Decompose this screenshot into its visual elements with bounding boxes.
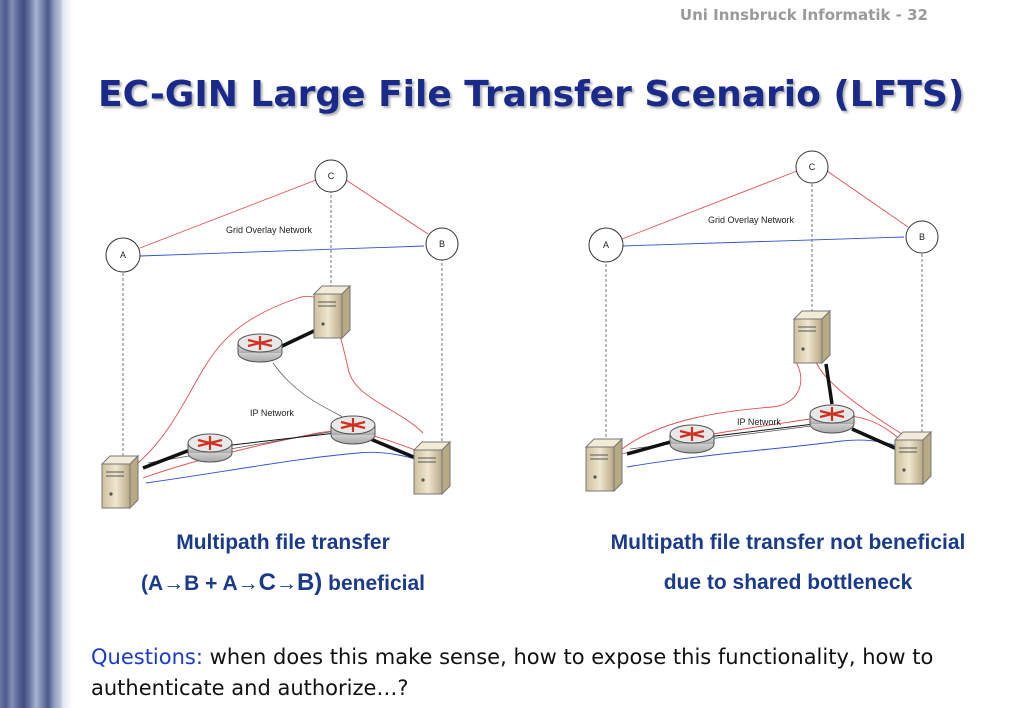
shared-bottleneck-diagram: Grid Overlay Network C A B IP Network bbox=[582, 149, 945, 505]
caption-left: Multipath file transfer (A→B + A→C→B) be… bbox=[98, 523, 468, 604]
gray-link-left bbox=[147, 427, 354, 464]
node-c-label: C bbox=[328, 171, 335, 181]
node-b-label: B bbox=[919, 232, 925, 242]
blue-path-lower bbox=[626, 439, 913, 468]
link-server-a-router1 bbox=[142, 448, 191, 470]
node-b-circle bbox=[905, 220, 939, 254]
caption-right: Multipath file transfer not beneficial d… bbox=[562, 523, 1014, 603]
server-icon bbox=[584, 437, 624, 493]
link-router2-serverc bbox=[277, 328, 317, 350]
sidebar-decoration bbox=[0, 0, 62, 708]
router-icon bbox=[330, 415, 376, 445]
link-bottleneck-serverb bbox=[851, 427, 898, 451]
link-serverc-bottleneck bbox=[824, 363, 834, 405]
link-router3-serverb bbox=[367, 436, 417, 460]
caption-left-line1: Multipath file transfer bbox=[176, 531, 390, 554]
ip-network-label: IP Network bbox=[250, 408, 294, 418]
node-a-label: A bbox=[120, 250, 126, 260]
server-icon bbox=[412, 440, 452, 496]
router-icon bbox=[809, 404, 855, 434]
slide-header: Uni Innsbruck Informatik - 32 bbox=[679, 6, 928, 24]
red-path-via-c bbox=[137, 295, 424, 464]
node-a-circle bbox=[105, 237, 141, 273]
overlay-label: Grid Overlay Network bbox=[708, 215, 795, 225]
slide-title: EC-GIN Large File Transfer Scenario (LFT… bbox=[98, 74, 965, 115]
sidebar-glow bbox=[62, 0, 72, 708]
red-path-direct bbox=[142, 430, 424, 479]
overlay-label: Grid Overlay Network bbox=[226, 225, 313, 235]
caption-left-line2: (A→B + A→C→B) beneficial bbox=[140, 569, 426, 596]
server-icon bbox=[100, 454, 140, 510]
blue-path-lower bbox=[145, 451, 429, 484]
overlay-edge-a-c bbox=[621, 170, 798, 240]
server-icon bbox=[893, 430, 933, 486]
router-icon bbox=[237, 333, 283, 363]
red-path-via-c bbox=[621, 353, 903, 450]
ip-network-label: IP Network bbox=[737, 417, 781, 427]
node-c-circle bbox=[314, 159, 348, 193]
node-b-label: B bbox=[439, 239, 445, 249]
node-a-label: A bbox=[603, 240, 609, 250]
node-c-circle bbox=[795, 150, 829, 184]
overlay-edge-c-b bbox=[345, 179, 429, 235]
link-router-bottleneck bbox=[706, 423, 815, 438]
server-icon bbox=[792, 309, 832, 365]
gray-path-router bbox=[272, 362, 349, 421]
caption-right-line1: Multipath file transfer not beneficial bbox=[610, 531, 966, 554]
questions-body: when does this make sense, how to expose… bbox=[91, 645, 934, 700]
questions-text: Questions: when does this make sense, ho… bbox=[91, 642, 991, 704]
overlay-edge-a-c bbox=[139, 179, 317, 249]
questions-label: Questions: bbox=[91, 645, 203, 669]
router-icon bbox=[187, 433, 233, 463]
node-c-label: C bbox=[809, 162, 816, 172]
router-icon bbox=[669, 424, 715, 454]
overlay-edge-c-b bbox=[826, 170, 909, 228]
node-b-circle bbox=[425, 227, 459, 261]
link-router1-router3 bbox=[222, 432, 337, 447]
caption-right-line2: due to shared bottleneck bbox=[663, 571, 913, 594]
server-icon bbox=[312, 284, 352, 340]
overlay-edge-a-b bbox=[139, 245, 425, 257]
overlay-edge-a-b bbox=[621, 236, 905, 247]
node-a-circle bbox=[588, 227, 624, 263]
multipath-beneficial-diagram: Grid Overlay Network C A B IP Network bbox=[98, 158, 464, 514]
link-server-a-router bbox=[626, 439, 675, 456]
